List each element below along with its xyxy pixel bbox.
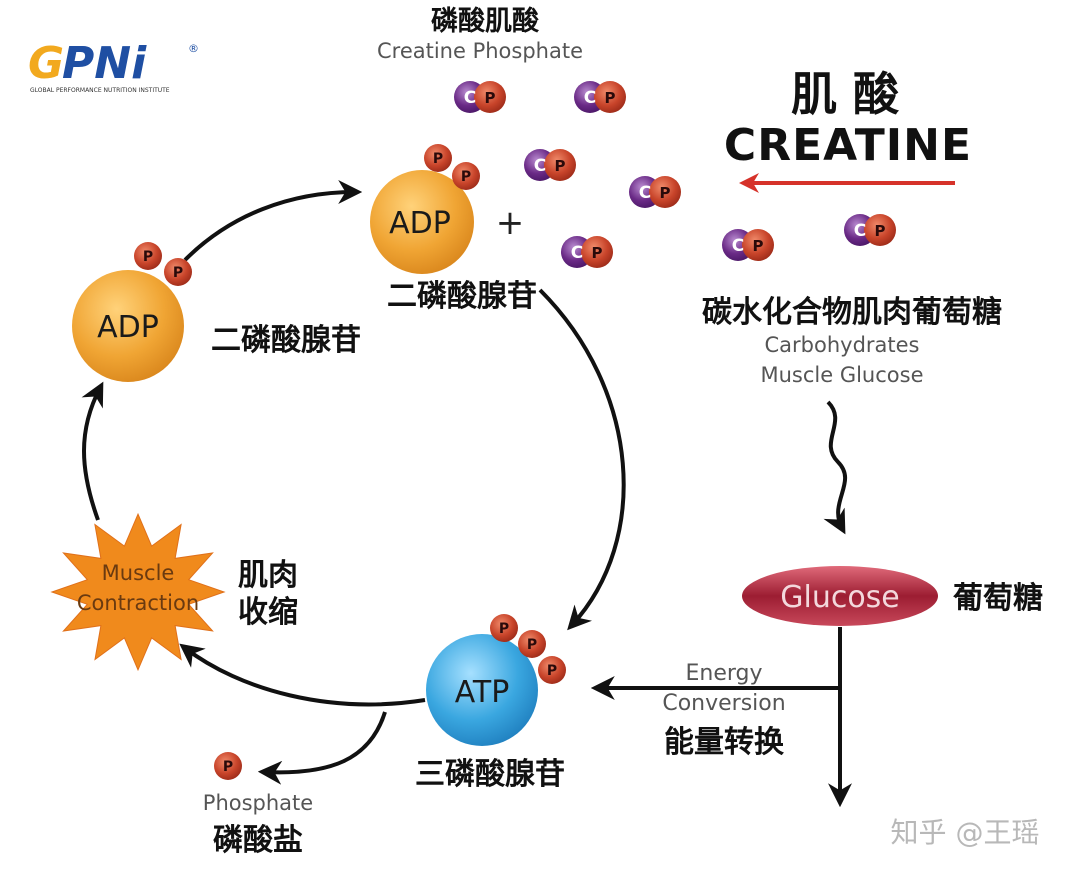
energy-conversion-zh: 能量转换 [664,725,785,760]
phosphate-ball: P [424,144,452,172]
svg-text:P: P [499,621,509,637]
phosphate-ball: P [134,242,162,270]
phosphate-en: Phosphate [203,791,313,815]
adp-left-zh: 二磷酸腺苷 [211,323,361,358]
adp-left-circle [72,270,184,382]
svg-text:P: P [660,184,671,202]
cp-molecule: C P [454,81,506,113]
cp-molecule: C P [629,176,681,208]
svg-text:P: P [875,222,886,240]
svg-text:C: C [854,221,866,241]
energy-conversion-en-line1: Energy [685,661,762,686]
carbohydrates-zh: 碳水化合物肌肉葡萄糖 [702,295,1002,330]
phosphate-ball: P [518,630,546,658]
svg-text:C: C [732,236,744,256]
svg-text:P: P [605,89,616,107]
adp-top-zh: 二磷酸腺苷 [387,279,537,314]
atp-zh: 三磷酸腺苷 [415,757,565,792]
cp-molecule: C P [844,214,896,246]
creatine-phosphate-en: Creatine Phosphate [377,39,583,63]
svg-text:C: C [584,88,596,108]
logo-tagline: GLOBAL PERFORMANCE NUTRITION INSTITUTE [30,87,170,94]
muscle-contraction-zh-line1: 肌肉 [238,558,298,593]
svg-text:P: P [461,169,471,185]
watermark: 知乎 @王瑶 [891,816,1040,849]
creatine-zh: 肌 酸 [791,67,900,121]
logo-registered: ® [188,42,199,55]
muscle-contraction-zh-line2: 收缩 [238,595,298,630]
phosphate-ball: P [214,752,242,780]
phosphate: P Phosphate 磷酸盐 [203,752,313,858]
adp-top: ADP P P + 二磷酸腺苷 [370,144,537,314]
glucose-en: Glucose [780,580,900,615]
arrow-muscle-to-adp-left [81,381,104,521]
carbohydrates-en-line2: Muscle Glucose [760,363,923,387]
phosphate-ball: P [164,258,192,286]
phosphate-ball: P [490,614,518,642]
adp-top-circle [370,170,474,274]
svg-text:P: P [555,157,566,175]
cp-molecules: C P C P C P C P C P C P C [454,81,896,268]
cp-molecule: C P [574,81,626,113]
muscle-contraction-en-line2: Contraction [77,591,199,615]
svg-text:P: P [547,663,557,679]
plus-sign: + [496,203,525,243]
svg-text:C: C [639,183,651,203]
svg-text:P: P [485,89,496,107]
atp: ATP P P P 三磷酸腺苷 [415,614,566,792]
carbohydrates-en-line1: Carbohydrates [764,333,919,357]
gpni-logo: G PNi ® GLOBAL PERFORMANCE NUTRITION INS… [28,38,199,94]
svg-text:P: P [173,265,183,281]
atp-circle [426,634,538,746]
creatine-phosphate-zh: 磷酸肌酸 [431,6,540,37]
cp-molecule: C P [561,236,613,268]
arrow-adp-top-to-atp [538,288,626,631]
svg-text:P: P [592,244,603,262]
carbs-to-glucose-arrow [823,400,848,535]
adp-left-label: ADP [97,310,159,345]
arrow-atp-to-phosphate [257,711,387,785]
muscle-contraction-star [50,512,226,672]
logo-brand-g: G [28,38,64,89]
adp-left: ADP P P 二磷酸腺苷 [72,242,361,382]
energy-conversion-en-line2: Conversion [662,691,785,716]
svg-text:P: P [433,151,443,167]
arrow-adp-left-to-adp-top [183,180,363,262]
svg-text:C: C [571,243,583,263]
glucose-ellipse [742,566,938,626]
glucose-zh: 葡萄糖 [953,581,1043,616]
atp-label: ATP [455,675,510,710]
svg-text:P: P [753,237,764,255]
svg-text:C: C [534,156,546,176]
cp-molecule: C P [524,149,576,181]
creatine-en: CREATINE [724,120,972,171]
logo-brand-rest: PNi [62,38,147,89]
muscle-contraction: Muscle Contraction 肌肉 收缩 [50,512,298,672]
adp-top-label: ADP [389,206,451,241]
cp-molecule: C P [722,229,774,261]
phosphate-ball: P [538,656,566,684]
svg-text:C: C [464,88,476,108]
svg-text:P: P [143,249,153,265]
svg-text:P: P [527,637,537,653]
phosphate-ball: P [452,162,480,190]
muscle-contraction-en-line1: Muscle [102,561,175,585]
arrow-atp-to-muscle [179,643,426,707]
phosphate-zh: 磷酸盐 [213,823,303,858]
svg-text:P: P [223,759,233,775]
